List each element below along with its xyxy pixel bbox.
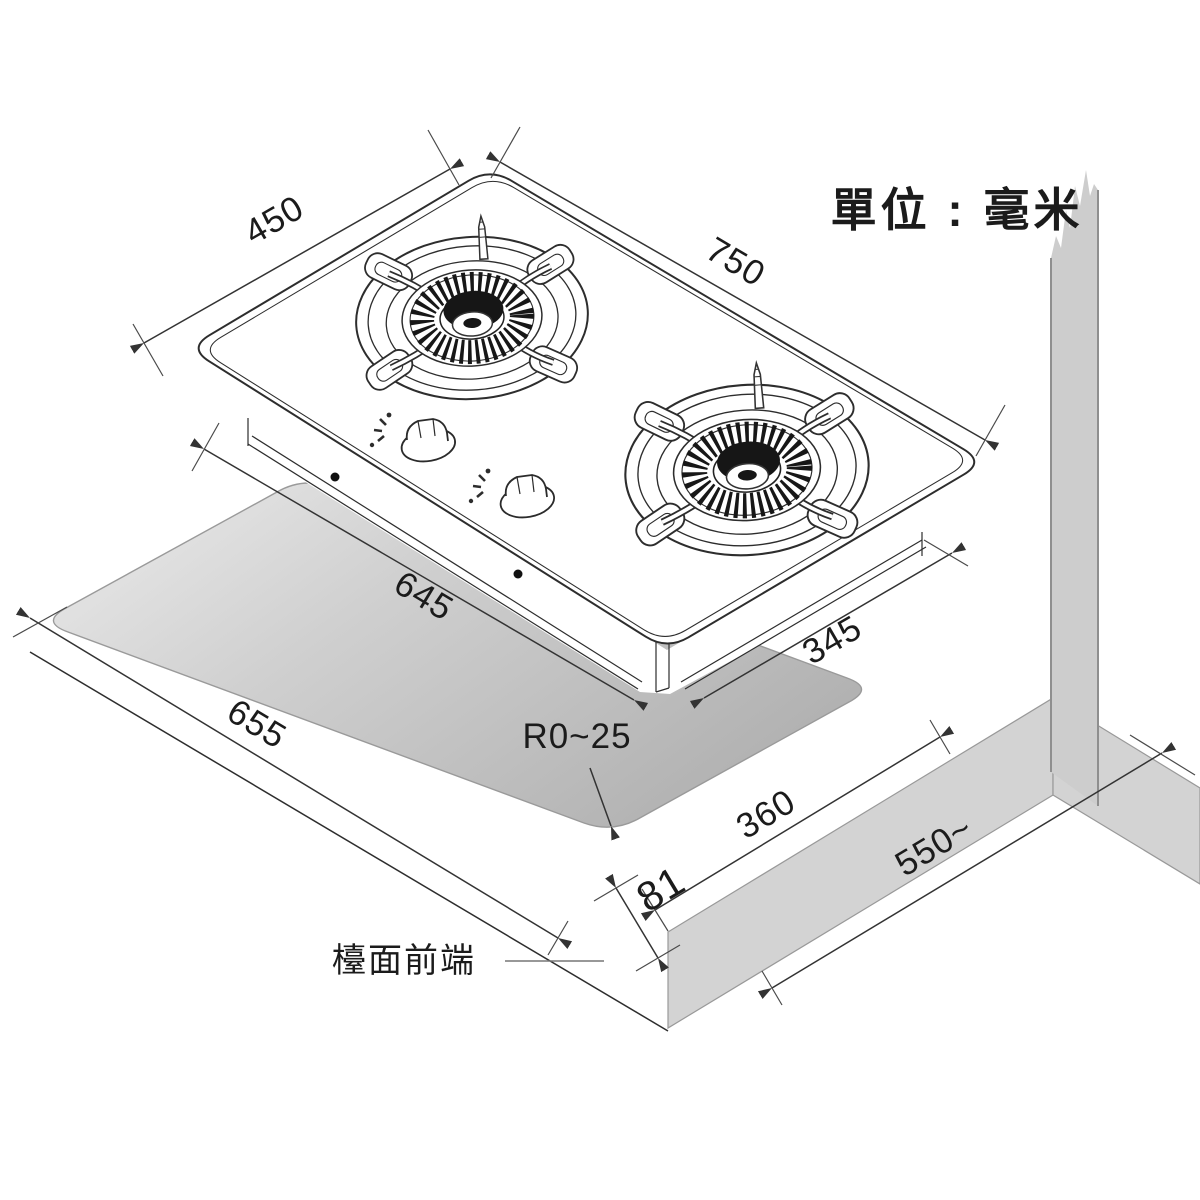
- casing-screw-dot: [513, 569, 523, 579]
- dim-label-360: 360: [730, 782, 803, 847]
- dim-label-450: 450: [238, 188, 311, 252]
- dim-label-81: 81: [629, 857, 694, 921]
- dim-label-750: 750: [699, 230, 772, 295]
- casing-screw-dot: [330, 472, 340, 482]
- dim-label-radius: R0~25: [522, 717, 631, 756]
- unit-note: 單位 : 毫米: [831, 184, 1084, 236]
- front-edge-callout: 檯面前端: [332, 942, 604, 980]
- corner-radius-callout: R0~25: [522, 717, 631, 841]
- wall-strip: [1050, 170, 1099, 806]
- front-edge-label: 檯面前端: [332, 942, 476, 980]
